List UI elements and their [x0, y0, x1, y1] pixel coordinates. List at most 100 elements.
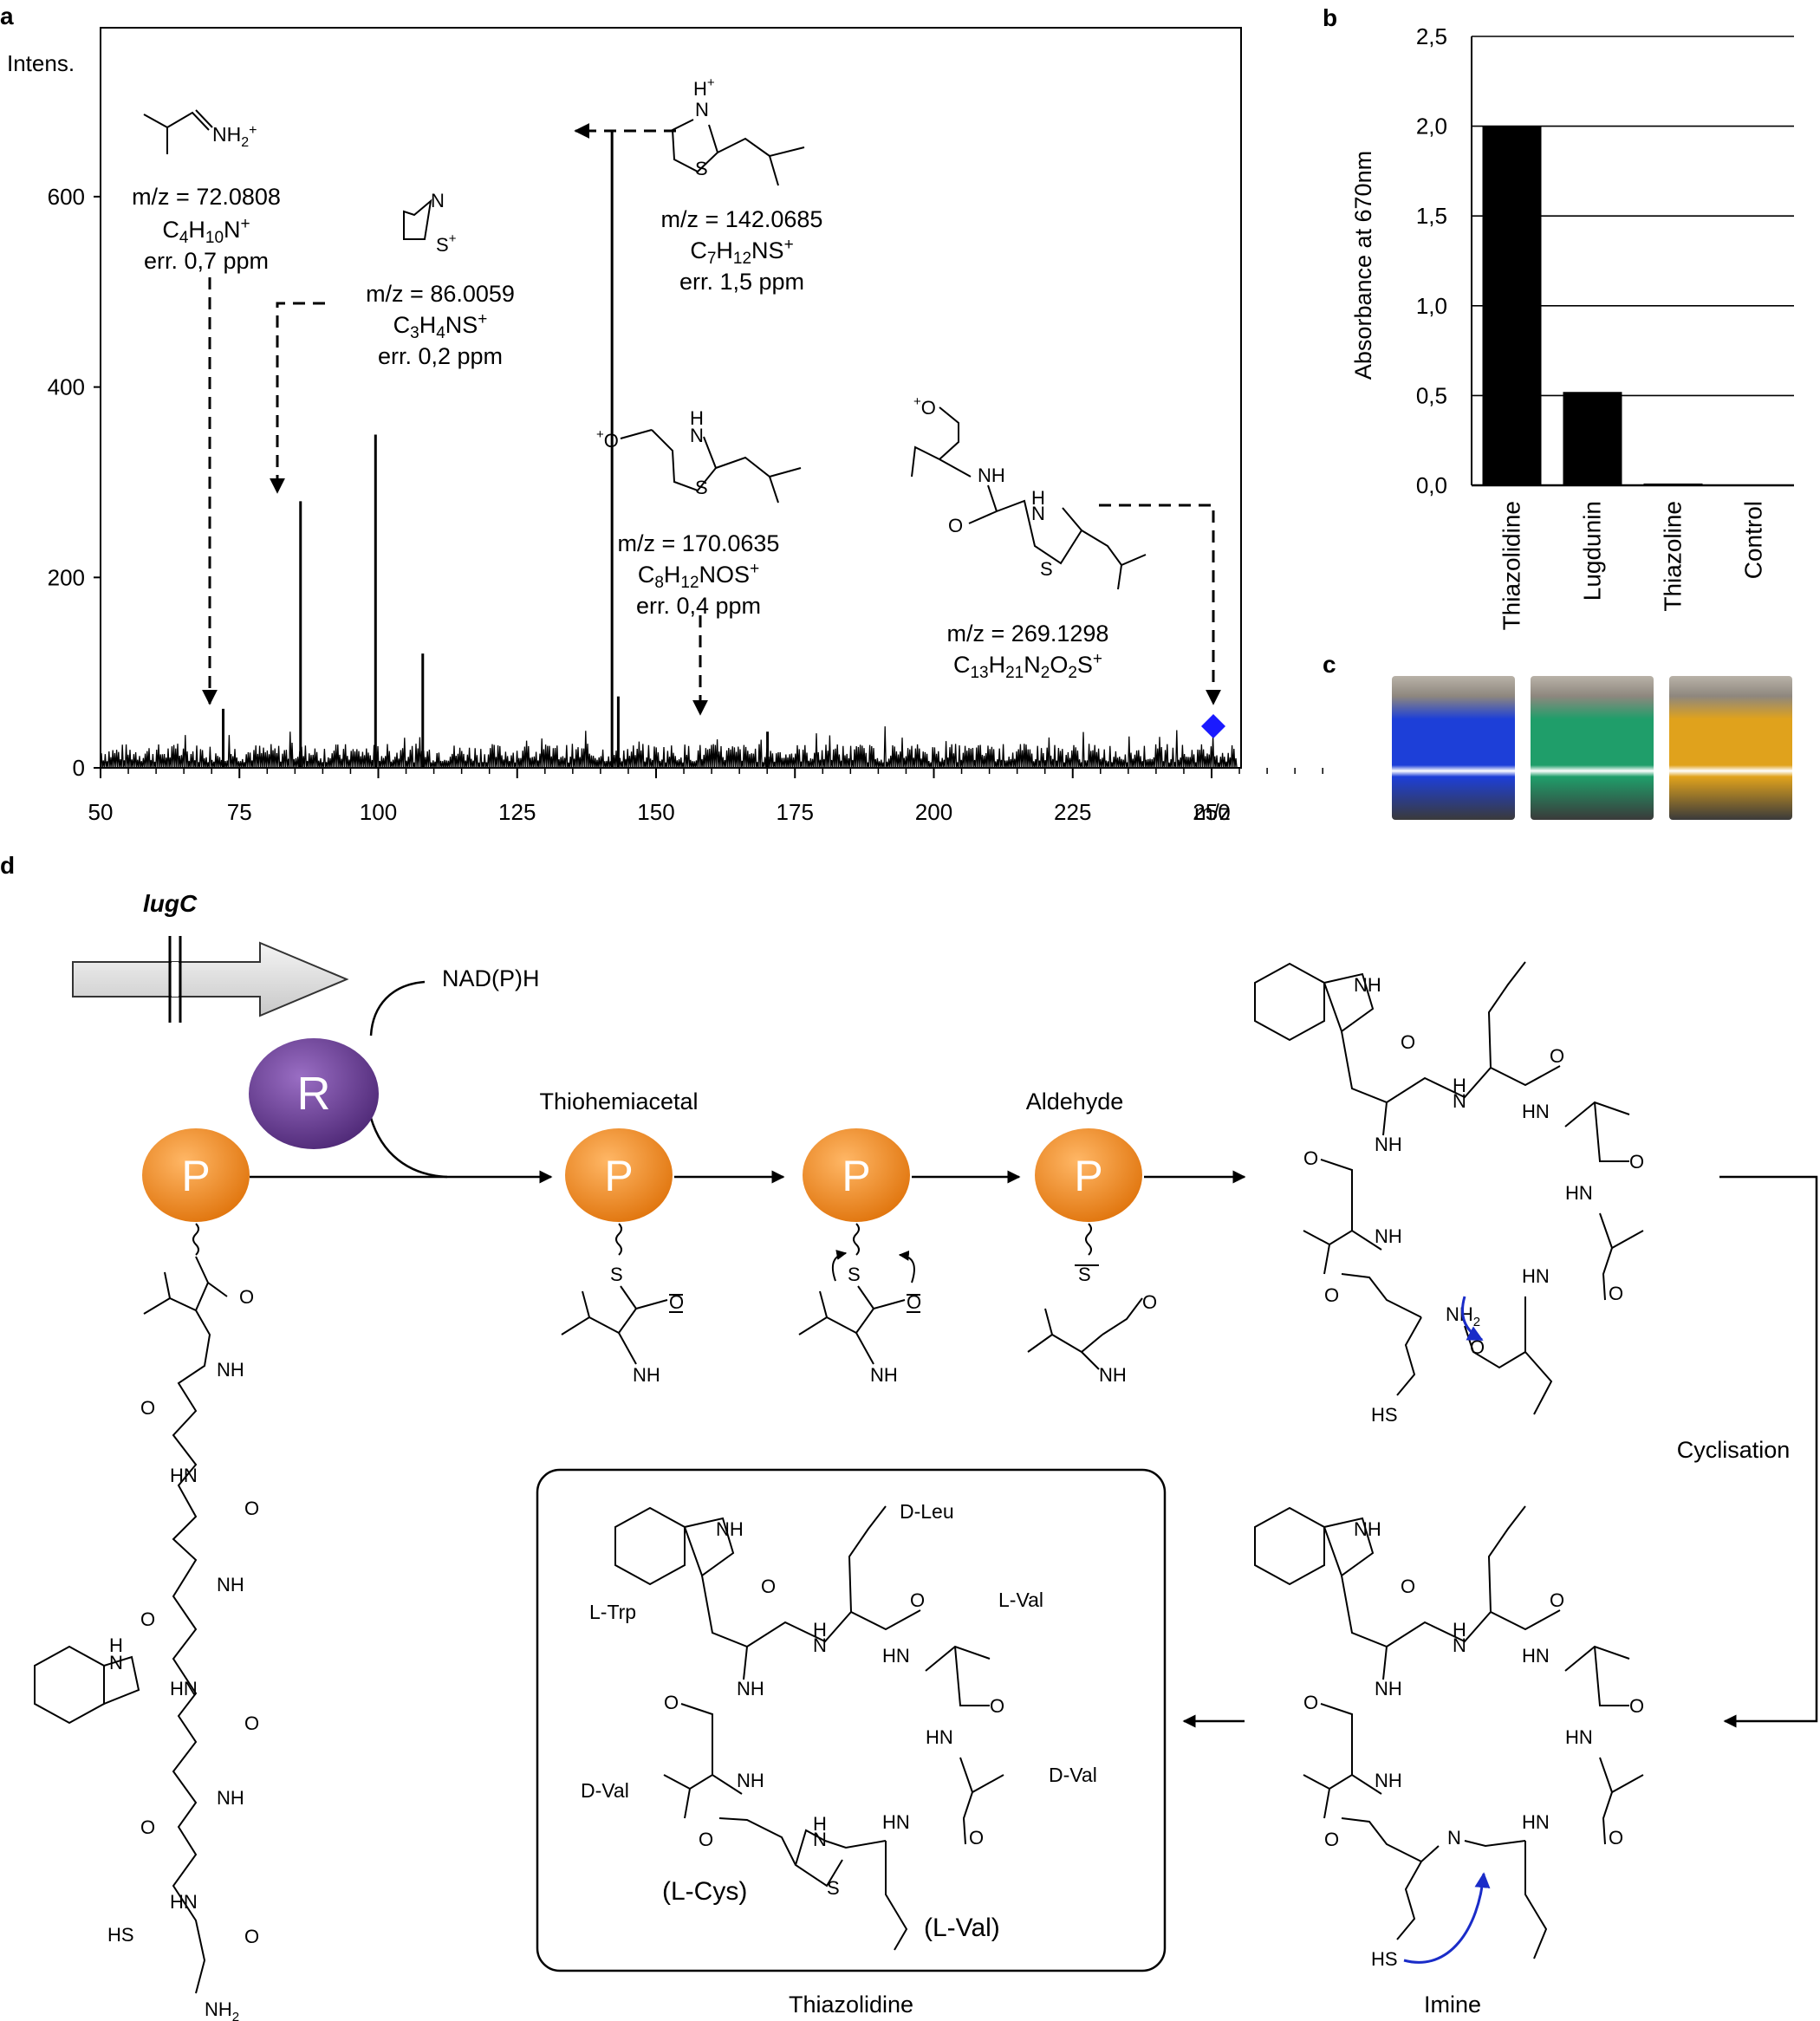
- svg-text:O: O: [1324, 1284, 1339, 1306]
- svg-text:O: O: [244, 1712, 259, 1734]
- svg-text:HN: HN: [1522, 1101, 1550, 1122]
- svg-text:O: O: [1303, 1147, 1318, 1169]
- annotation-86: m/z = 86.0059 C3H4NS+ err. 0,2 ppm: [366, 281, 515, 369]
- svg-text:N: N: [695, 99, 709, 120]
- svg-text:N: N: [813, 1634, 827, 1656]
- svg-text:NH: NH: [737, 1678, 764, 1699]
- svg-text:O: O: [140, 1608, 155, 1630]
- x-tick-label: 200: [915, 799, 952, 825]
- svg-text:m/z = 142.0685: m/z = 142.0685: [661, 206, 823, 232]
- svg-text:HN: HN: [170, 1678, 198, 1699]
- residue-l-val: L-Val: [998, 1589, 1043, 1611]
- intermediate-tetrahedral: S O NH: [798, 1223, 921, 1386]
- arrow-269: [1099, 504, 1221, 705]
- annotation-269: m/z = 269.1298 C13H21N2O2S+: [947, 621, 1109, 682]
- svg-text:O: O: [1550, 1045, 1564, 1067]
- svg-text:H: H: [813, 1619, 827, 1641]
- nadph-label: NAD(P)H: [442, 965, 540, 991]
- svg-text:NH: NH: [217, 1359, 244, 1381]
- domain-p-1: P: [142, 1128, 250, 1222]
- svg-text:O: O: [907, 1291, 921, 1313]
- y-tick-label: 0,5: [1416, 382, 1447, 408]
- bar: [1643, 483, 1703, 485]
- svg-text:O: O: [669, 1291, 684, 1313]
- svg-text:HS: HS: [107, 1924, 134, 1946]
- panel-label-a: a: [0, 3, 14, 29]
- x-tick-label: 150: [637, 799, 674, 825]
- x-tick-label: Lugdunin: [1579, 501, 1606, 601]
- svg-text:H+: H+: [693, 75, 715, 100]
- annotation-142: m/z = 142.0685 C7H12NS+ err. 1,5 ppm: [661, 206, 823, 295]
- svg-text:O: O: [948, 515, 963, 536]
- spectrum-baseline-noise: [100, 726, 1238, 769]
- svg-text:NH: NH: [1375, 1225, 1402, 1247]
- svg-text:HN: HN: [882, 1645, 910, 1667]
- arrow-86: [270, 302, 325, 494]
- annotation-72: m/z = 72.0808 C4H10N+ err. 0,7 ppm: [132, 184, 281, 274]
- svg-text:NH: NH: [716, 1518, 744, 1540]
- svg-text:R: R: [297, 1068, 331, 1120]
- spectrum-peaks: [222, 130, 770, 768]
- svg-text:H: H: [1031, 487, 1045, 509]
- gene-label: lugC: [143, 890, 198, 917]
- svg-text:O: O: [1324, 1829, 1339, 1850]
- svg-text:m/z = 269.1298: m/z = 269.1298: [947, 621, 1109, 647]
- svg-text:N: N: [1447, 1827, 1461, 1849]
- attack-arrow-thiol: [1403, 1872, 1491, 1964]
- svg-text:H: H: [813, 1813, 827, 1835]
- domain-p-3: P: [803, 1128, 910, 1222]
- svg-text:HN: HN: [1565, 1726, 1593, 1748]
- svg-text:P: P: [181, 1152, 210, 1200]
- x-tick-label: 75: [227, 799, 252, 825]
- svg-text:NH: NH: [870, 1364, 898, 1386]
- svg-text:O: O: [1401, 1576, 1415, 1597]
- spectrum-y-title: Intens.: [7, 50, 75, 76]
- marker-diamond: [1201, 714, 1225, 738]
- svg-text:N: N: [431, 190, 445, 211]
- svg-text:C3H4NS+: C3H4NS+: [393, 310, 488, 342]
- gene-lugC: lugC: [72, 890, 349, 1023]
- absorbance-y-axis: 0,00,51,01,52,02,5: [1416, 23, 1447, 498]
- svg-text:O: O: [1303, 1692, 1318, 1713]
- cyclisation-label: Cyclisation: [1677, 1437, 1791, 1463]
- svg-text:O: O: [699, 1829, 713, 1850]
- vial-yellow: [1669, 676, 1792, 820]
- svg-text:O: O: [990, 1695, 1004, 1717]
- svg-text:S: S: [827, 1877, 840, 1899]
- svg-text:H: H: [109, 1634, 123, 1656]
- svg-text:N: N: [813, 1829, 827, 1850]
- x-tick-label: Control: [1740, 501, 1767, 579]
- x-tick-label: 100: [360, 799, 397, 825]
- svg-text:NH: NH: [633, 1364, 660, 1386]
- svg-text:HN: HN: [882, 1811, 910, 1833]
- annotation-170: m/z = 170.0635 C8H12NOS+ err. 0,4 ppm: [618, 530, 780, 619]
- svg-text:NH: NH: [1375, 1770, 1402, 1791]
- reaction-arrows: [250, 1170, 1818, 1728]
- r-release-curve: [369, 1117, 448, 1179]
- residue-l-trp: L-Trp: [589, 1601, 636, 1623]
- svg-text:O: O: [664, 1692, 679, 1713]
- imine-label: Imine: [1424, 1992, 1481, 2018]
- y-tick-label: 1,0: [1416, 293, 1447, 319]
- svg-text:HS: HS: [1371, 1404, 1398, 1426]
- svg-text:O: O: [761, 1576, 776, 1597]
- y-tick-label: 400: [48, 374, 85, 400]
- x-tick-label: Thiazoline: [1660, 501, 1687, 612]
- y-tick-label: 0,0: [1416, 472, 1447, 498]
- svg-text:err. 0,4 ppm: err. 0,4 ppm: [636, 593, 761, 619]
- svg-text:O: O: [910, 1589, 925, 1611]
- svg-text:C4H10N+: C4H10N+: [162, 215, 250, 247]
- svg-text:N: N: [109, 1652, 123, 1673]
- svg-text:NH: NH: [1099, 1364, 1127, 1386]
- svg-text:HS: HS: [1371, 1948, 1398, 1970]
- svg-text:O: O: [140, 1397, 155, 1419]
- svg-text:C8H12NOS+: C8H12NOS+: [638, 560, 759, 592]
- svg-text:O: O: [1629, 1695, 1644, 1717]
- fragment-72-structure: NH2+: [143, 109, 257, 154]
- macrocycle-aldehyde: NH O H N O HN O HN O HN O NH2 HS O NH O …: [1254, 961, 1644, 1426]
- svg-text:C7H12NS+: C7H12NS+: [690, 236, 793, 268]
